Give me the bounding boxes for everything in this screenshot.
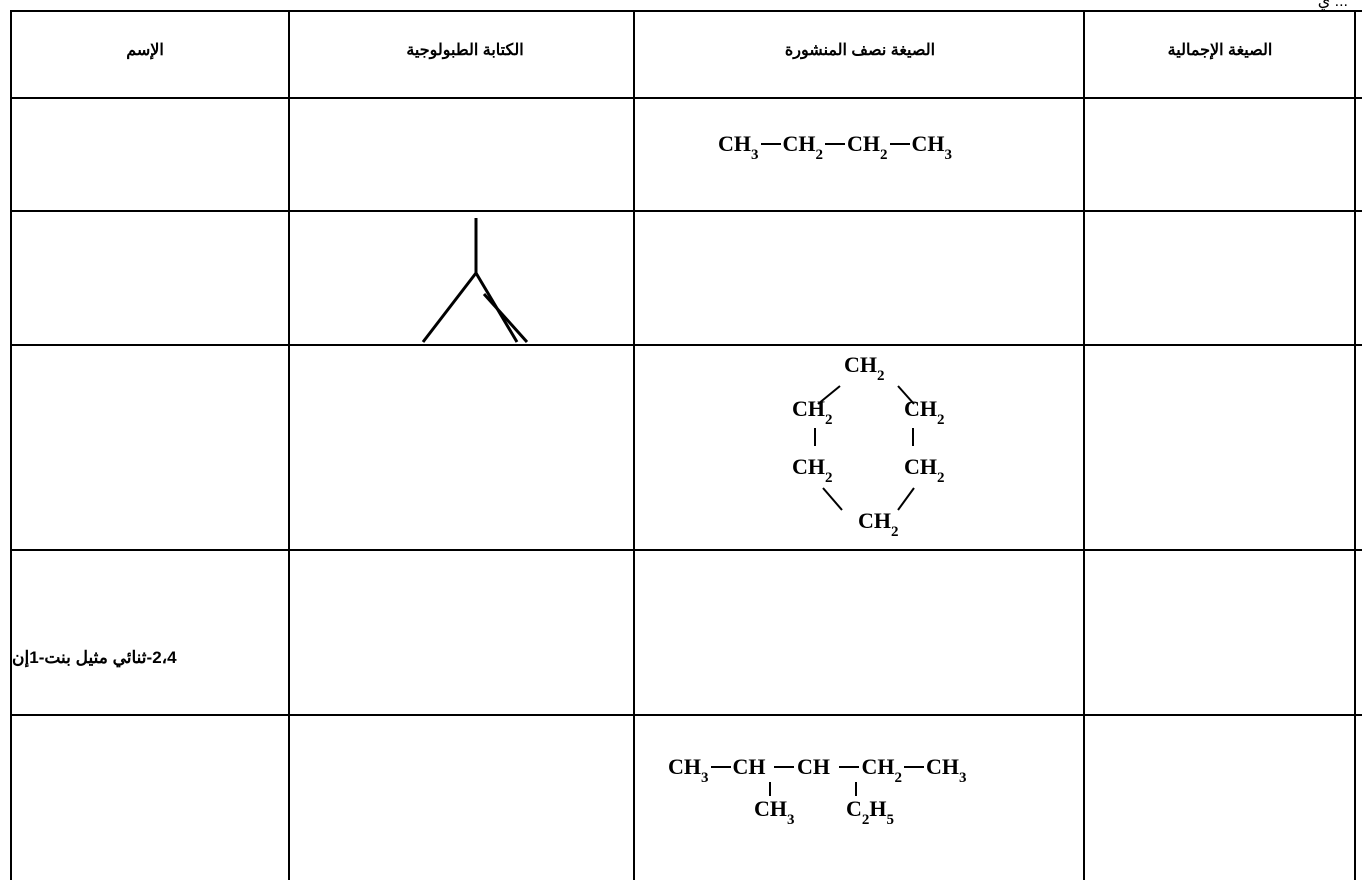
header-topological: الكتابة الطبولوجية: [406, 42, 524, 59]
skeletal-formula-drawing: [421, 218, 529, 344]
row-divider: [10, 344, 1362, 346]
row-divider: [10, 714, 1362, 716]
header-semi-structural: الصيغة نصف المنشورة: [784, 42, 936, 59]
compound-name: 2،4-ثنائي مثيل بنت-1إن: [12, 648, 177, 667]
header-name: الإسم: [126, 42, 164, 59]
table-border-top: [10, 10, 1362, 12]
row-divider: [10, 210, 1362, 212]
column-divider: [1354, 10, 1356, 880]
formula-table: [10, 10, 1354, 880]
column-divider: [10, 10, 12, 880]
page-fragment-text: ... ي: [1317, 0, 1348, 10]
column-divider: [288, 10, 290, 880]
column-divider: [633, 10, 635, 880]
cyclohexane-semi-structural-formula: CH2 CH2 CH2 CH2 CH2 CH2: [792, 352, 945, 540]
header-molecular: الصيغة الإجمالية: [1167, 42, 1273, 59]
row-divider: [10, 97, 1362, 99]
row-divider: [10, 549, 1362, 551]
column-divider: [1083, 10, 1085, 880]
